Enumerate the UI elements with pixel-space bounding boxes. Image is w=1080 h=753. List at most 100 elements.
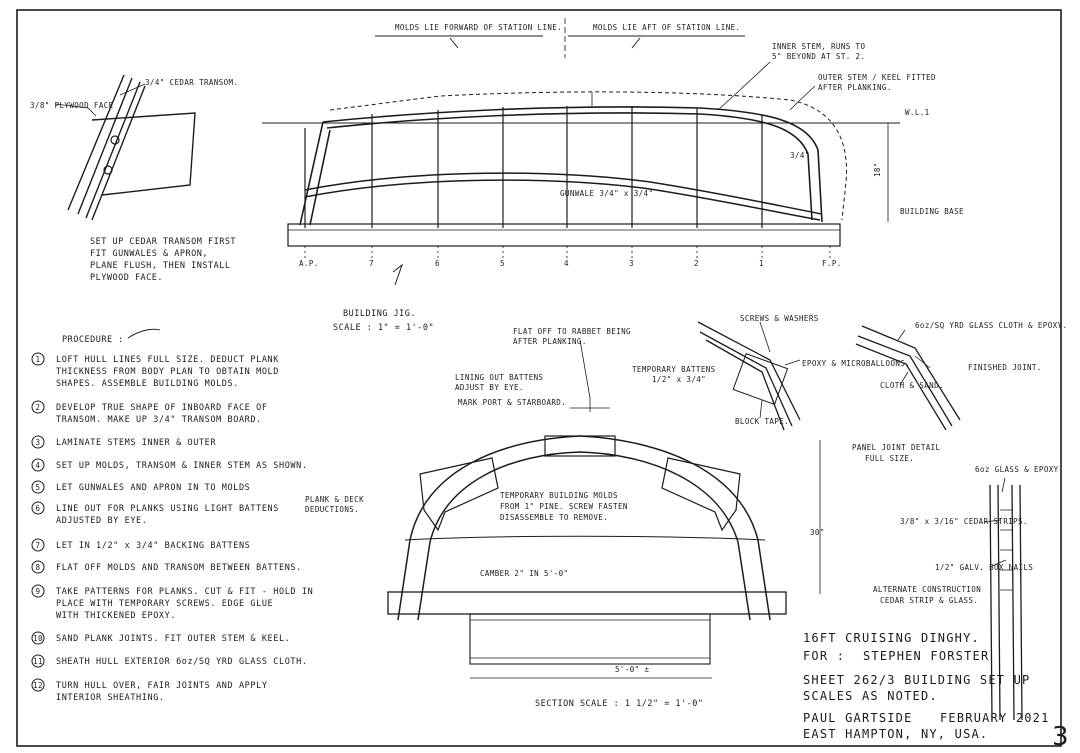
flat-off-label-2: AFTER PLANKING. bbox=[513, 337, 587, 346]
sheer-line-inner bbox=[326, 112, 813, 221]
fastener-hole bbox=[110, 135, 120, 145]
sheer-line bbox=[322, 106, 823, 223]
procedure-step-text: SHEATH HULL EXTERIOR 6oz/SQ YRD GLASS CL… bbox=[56, 657, 308, 667]
procedure-title: PROCEDURE : bbox=[62, 335, 124, 345]
temp-molds-label-2: FROM 1" PINE. SCREW FASTEN bbox=[500, 502, 628, 511]
step-number: 3 bbox=[36, 438, 41, 447]
panel-joint-title-2: FULL SIZE. bbox=[865, 454, 914, 463]
dim-18-label: 18" bbox=[873, 162, 882, 177]
flat-off-leader bbox=[570, 339, 610, 412]
cedar-strips-label: 3/8" x 3/16" CEDAR STRIPS. bbox=[900, 517, 1028, 526]
procedure-step-text: SAND PLANK JOINTS. FIT OUTER STEM & KEEL… bbox=[56, 634, 290, 644]
step-number: 11 bbox=[33, 657, 43, 666]
step-number-circle bbox=[31, 631, 45, 645]
gunwale-line bbox=[304, 172, 823, 215]
mark-port-label: MARK PORT & STARBOARD. bbox=[458, 398, 566, 407]
transom-detail: 3/4" CEDAR TRANSOM. 3/8" PLYWOOD FACE SE… bbox=[30, 74, 238, 283]
station-2: 2 bbox=[694, 259, 699, 268]
temp-molds-label-1: TEMPORARY BUILDING MOLDS bbox=[500, 491, 618, 500]
procedure-step-text: SET UP MOLDS, TRANSOM & INNER STEM AS SH… bbox=[56, 461, 308, 471]
transom-boards bbox=[67, 74, 146, 221]
finished-joint-label: FINISHED JOINT. bbox=[968, 363, 1042, 372]
strip-joints bbox=[1000, 509, 1012, 591]
station-molds bbox=[304, 106, 763, 228]
section-base-beam bbox=[387, 591, 787, 615]
procedure-step-text: LAMINATE STEMS INNER & OUTER bbox=[56, 438, 216, 448]
cloth-sand-label: CLOTH & SAND. bbox=[880, 381, 944, 390]
fastener-hole bbox=[103, 165, 113, 175]
step-number-circle bbox=[31, 435, 45, 449]
station-6: 6 bbox=[435, 259, 440, 268]
step-number-circle bbox=[31, 538, 45, 552]
transom-note-3: PLANE FLUSH, THEN INSTALL bbox=[90, 261, 230, 271]
station-5: 5 bbox=[500, 259, 505, 268]
step-number-circle bbox=[31, 654, 45, 668]
station-3: 3 bbox=[629, 259, 634, 268]
procedure-step-text: ADJUSTED BY EYE. bbox=[56, 516, 147, 526]
block-tape-label: BLOCK TAPE. bbox=[735, 417, 789, 426]
station-7: 7 bbox=[369, 259, 374, 268]
temp-battens-label-2: 1/2" x 3/4" bbox=[652, 375, 706, 384]
jig-title: BUILDING JIG. bbox=[343, 309, 416, 319]
mold-top-block bbox=[544, 435, 616, 457]
step-number: 9 bbox=[36, 587, 41, 596]
plank-deck-label-1: PLANK & DECK bbox=[305, 495, 364, 504]
step-number: 6 bbox=[36, 504, 41, 513]
step-number: 4 bbox=[36, 461, 41, 470]
procedure-step-text: SHAPES. ASSEMBLE BUILDING MOLDS. bbox=[56, 379, 239, 389]
procedure-step-text: DEVELOP TRUE SHAPE OF INBOARD FACE OF bbox=[56, 403, 268, 413]
title-block: 16FT CRUISING DINGHY. FOR : STEPHEN FORS… bbox=[803, 631, 1050, 741]
drawing-date: FEBRUARY 2021 bbox=[940, 711, 1050, 725]
scales-note: SCALES AS NOTED. bbox=[803, 689, 938, 703]
procedure-step-text: TRANSOM. MAKE UP 3/4" TRANSOM BOARD. bbox=[56, 415, 262, 425]
sheet-border bbox=[16, 9, 1062, 747]
sheet-number: 3 bbox=[1052, 722, 1069, 752]
step-number-circle bbox=[31, 560, 45, 574]
title-flourish bbox=[127, 328, 161, 339]
hull-inner bbox=[417, 451, 751, 621]
building-jig-profile: MOLDS LIE FORWARD OF STATION LINE. MOLDS… bbox=[262, 18, 964, 333]
flat-off-label-1: FLAT OFF TO RABBET BEING bbox=[513, 327, 631, 336]
lining-out-label-2: ADJUST BY EYE. bbox=[455, 383, 524, 392]
joint-leaders bbox=[759, 321, 931, 419]
step-number: 7 bbox=[36, 541, 41, 550]
station-4: 4 bbox=[564, 259, 569, 268]
procedure-step-text: LET GUNWALES AND APRON IN TO MOLDS bbox=[56, 483, 250, 493]
building-section: 5'-0" ± 30" FLAT OFF TO RABBET BEING AFT… bbox=[305, 327, 824, 709]
station-ticks bbox=[304, 246, 831, 258]
procedure-step-text: TAKE PATTERNS FOR PLANKS. CUT & FIT - HO… bbox=[56, 587, 313, 597]
finished-joint-panels bbox=[855, 325, 961, 431]
box-nails-label: 1/2" GALV. BOX NAILS bbox=[935, 563, 1033, 572]
station-line-note-arrows bbox=[375, 35, 745, 49]
procedure-step-text: WITH THICKENED EPOXY. bbox=[56, 611, 176, 621]
panel-joint-detail: SCREWS & WASHERS EPOXY & MICROBALLOONS. … bbox=[697, 314, 1067, 463]
step-number: 2 bbox=[36, 403, 41, 412]
joint-panels bbox=[697, 321, 801, 431]
width-dim-label: 5'-0" ± bbox=[615, 665, 649, 674]
outer-stem-dashed bbox=[329, 91, 848, 221]
epoxy-micro-label: EPOXY & MICROBALLOONS. bbox=[802, 359, 910, 368]
molds-aft-label: MOLDS LIE AFT OF STATION LINE. bbox=[593, 23, 740, 32]
transom-note-4: PLYWOOD FACE. bbox=[90, 273, 163, 283]
leader-line bbox=[54, 83, 146, 117]
step-number-circle bbox=[31, 501, 45, 515]
wl1-label: W.L.1 bbox=[905, 108, 930, 117]
temp-molds-label-3: DISASSEMBLE TO REMOVE. bbox=[500, 513, 608, 522]
building-base-beam bbox=[287, 223, 841, 247]
gunwale-section bbox=[91, 112, 196, 196]
alt-title-1: ALTERNATE CONSTRUCTION bbox=[873, 585, 981, 594]
gunwale-label: GUNWALE 3/4" x 3/4" bbox=[560, 189, 653, 198]
section-base-frame bbox=[469, 613, 711, 665]
transom-note-1: SET UP CEDAR TRANSOM FIRST bbox=[90, 237, 236, 247]
designer-name: PAUL GARTSIDE bbox=[803, 711, 913, 725]
dim-3-4-label: 3/4" bbox=[790, 151, 810, 160]
jig-scale: SCALE : 1" = 1'-0" bbox=[333, 323, 434, 333]
mold-gusset-left bbox=[419, 457, 499, 532]
alt-glass-label: 6oz GLASS & EPOXY. bbox=[975, 465, 1063, 474]
camber-label: CAMBER 2" IN 5'-0" bbox=[480, 569, 568, 578]
procedure-step-text: PLACE WITH TEMPORARY SCREWS. EDGE GLUE bbox=[56, 599, 273, 609]
building-base-label: BUILDING BASE bbox=[900, 207, 964, 216]
